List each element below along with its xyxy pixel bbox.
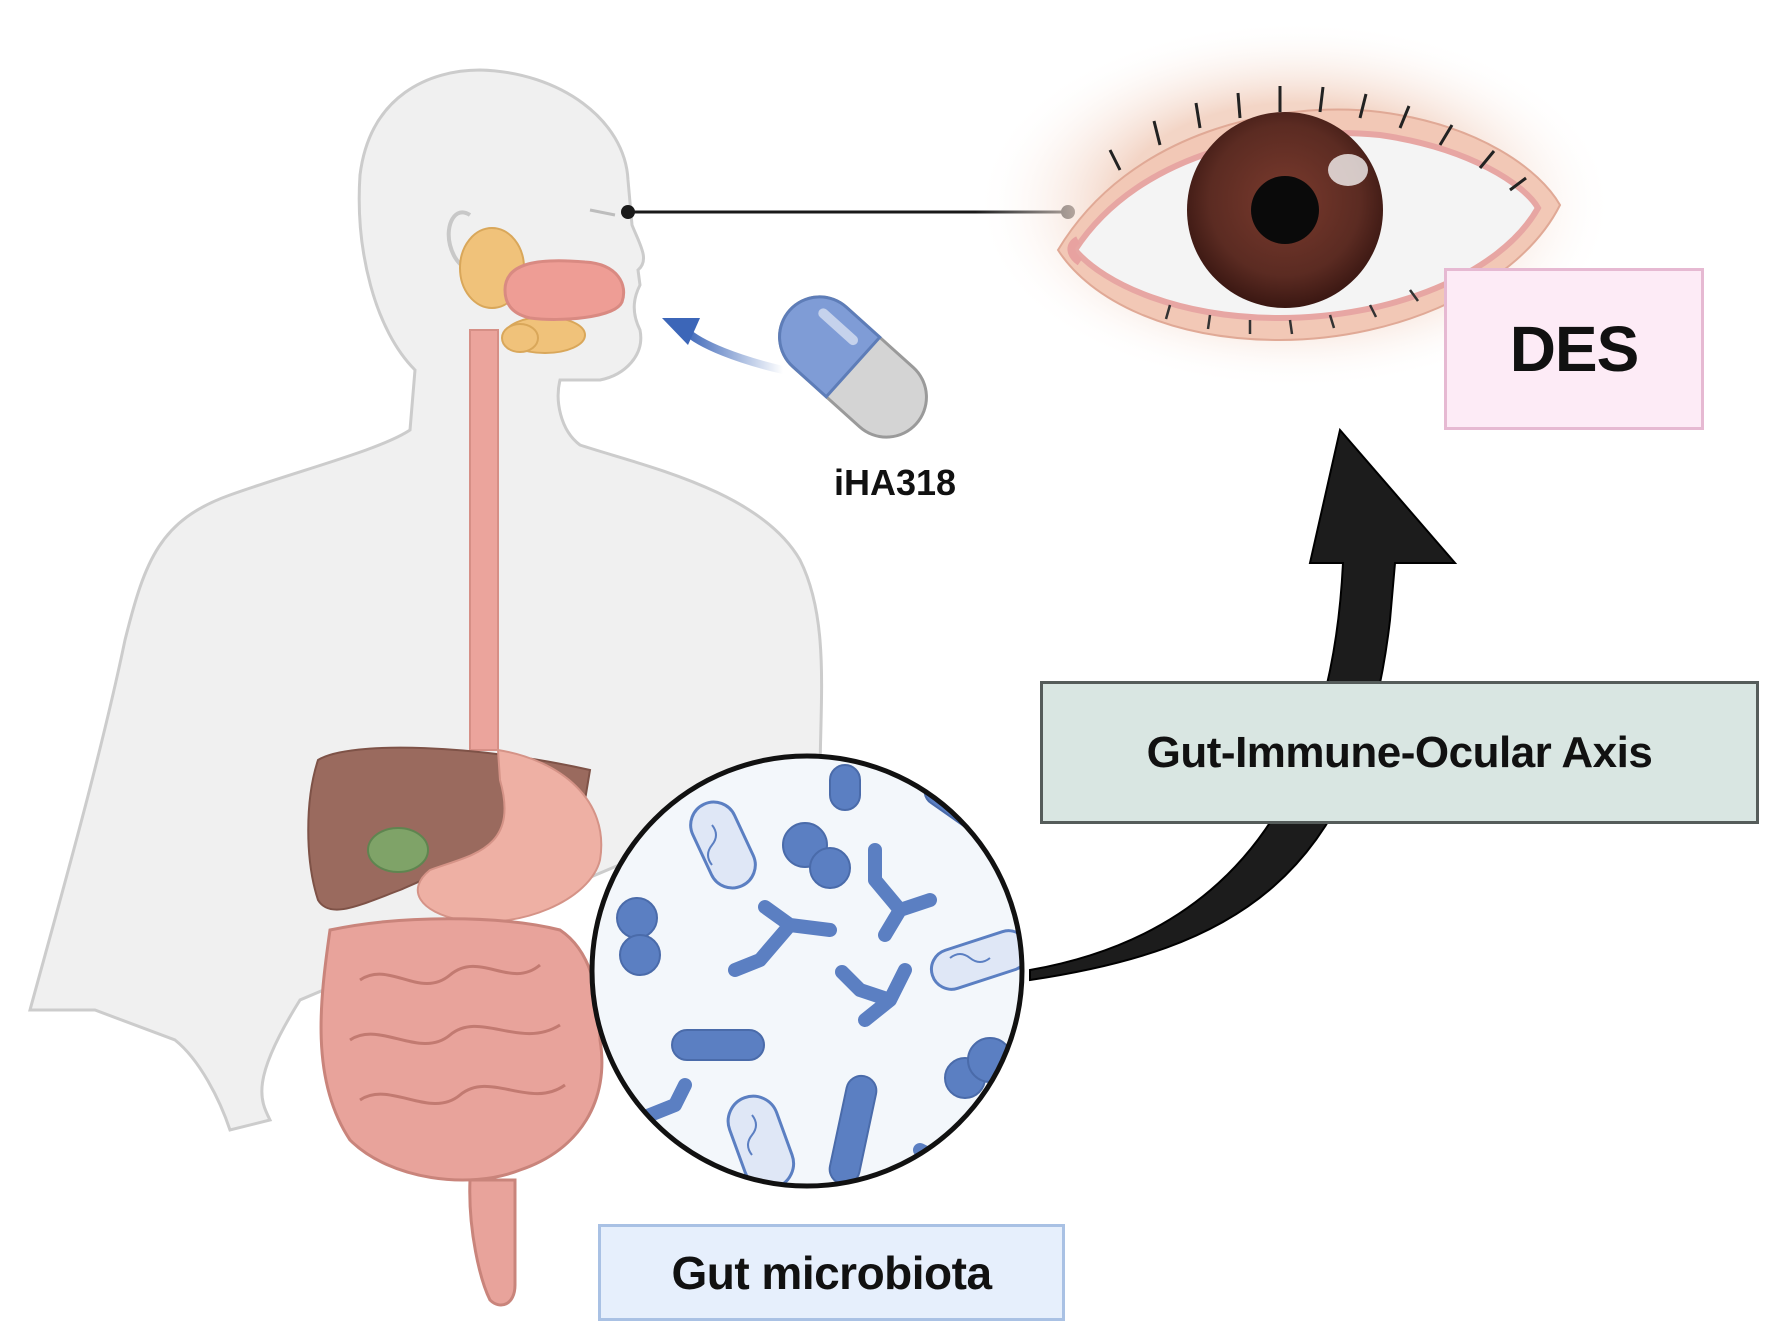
intake-arrow-icon	[662, 318, 787, 374]
axis-label: Gut-Immune-Ocular Axis	[1146, 727, 1653, 777]
capsule-icon	[778, 295, 928, 439]
gut-microbiota-icon	[589, 753, 1025, 1189]
treatment-label: iHA318	[833, 462, 957, 503]
axis-label-box: Gut-Immune-Ocular Axis	[1040, 681, 1759, 824]
des-label-box: DES	[1444, 268, 1704, 430]
gut-microbiota-label-box: Gut microbiota	[598, 1224, 1065, 1321]
human-body-icon	[28, 68, 824, 1307]
gut-microbiota-label: Gut microbiota	[671, 1246, 992, 1299]
des-label: DES	[1509, 313, 1640, 385]
curved-arrow-icon	[1029, 427, 1458, 982]
